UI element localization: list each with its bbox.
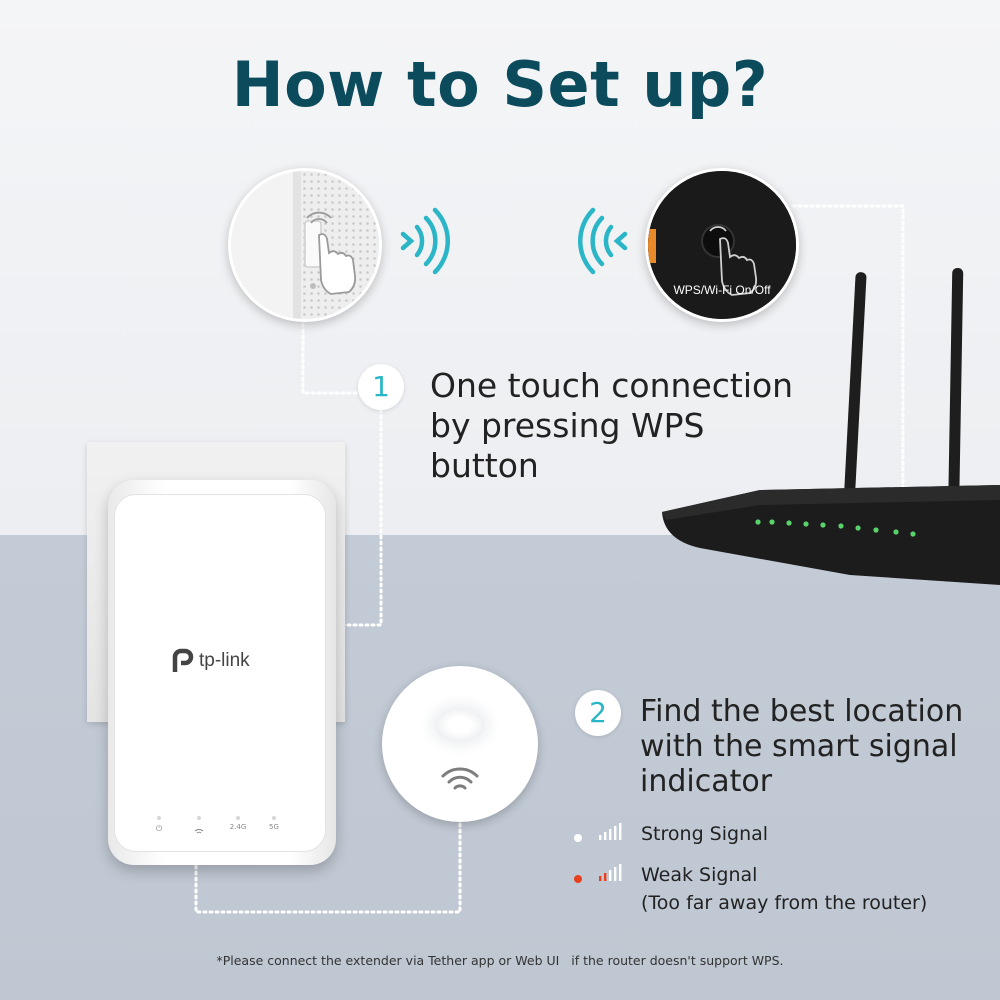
- pressing-finger-icon: [306, 211, 357, 295]
- legend-weak-label: Weak Signal: [641, 864, 758, 886]
- step-2-text: Find the best location with the smart si…: [640, 694, 963, 799]
- router-wps-closeup: WPS/Wi-Fi On/Off: [645, 168, 799, 322]
- step-1-badge: 1: [358, 364, 404, 410]
- tp-link-logo-icon: [172, 648, 194, 672]
- connector-led-indicator: [194, 820, 462, 914]
- strong-signal-bars-icon: [599, 823, 622, 840]
- brand-name: tp-link: [199, 650, 250, 671]
- router-antenna-left: [842, 272, 867, 522]
- weak-signal-bars-icon: [599, 864, 622, 881]
- wifi-waves-left-icon: [578, 207, 628, 275]
- power-led: ⏻: [154, 816, 164, 834]
- signal-indicator-closeup: [382, 666, 538, 822]
- wifi-led-icon: [194, 829, 204, 834]
- power-icon: ⏻: [155, 824, 163, 833]
- step-1-line: by pressing WPS: [430, 406, 705, 445]
- extender-front-panel: [114, 494, 326, 852]
- extender-logo: tp-link: [170, 648, 250, 674]
- router-body: [662, 485, 1000, 585]
- router-leds: [755, 519, 916, 537]
- router-wps-closeup-image: [648, 171, 796, 319]
- legend-strong-label: Strong Signal: [641, 823, 769, 845]
- connector-step1-extender: [333, 408, 383, 627]
- wifi-waves-right-icon: [400, 207, 450, 275]
- pressing-finger-icon: [709, 226, 758, 296]
- led-2-4g: 2.4G: [226, 816, 250, 831]
- step-1-line: button: [430, 446, 539, 485]
- connector-extender-circle: [301, 316, 360, 395]
- step-1-text: One touch connection by pressing WPS but…: [430, 366, 793, 486]
- legend-weak-note: (Too far away from the router): [641, 892, 928, 914]
- wifi-icon: [441, 767, 479, 790]
- step-2-line: Find the best location: [640, 694, 964, 729]
- step-1-line: One touch connection: [430, 366, 794, 405]
- led-5g: 5G: [264, 816, 284, 831]
- led-2-4g-label: 2.4G: [229, 823, 247, 831]
- legend-weak-dot: [574, 875, 582, 883]
- step-2-line: indicator: [640, 764, 773, 799]
- led-5g-label: 5G: [269, 823, 279, 831]
- footnote: *Please connect the extender via Tether …: [216, 953, 784, 968]
- indicator-glow: [435, 708, 485, 742]
- step-2-line: with the smart signal: [640, 729, 958, 764]
- step-2-badge: 2: [575, 690, 621, 736]
- wps-button-label: WPS/Wi-Fi On/Off: [673, 283, 771, 297]
- signal-led: [192, 816, 206, 839]
- connector-router-circle: [791, 204, 905, 492]
- router-antenna-right: [947, 268, 964, 528]
- page-title: How to Set up?: [231, 48, 769, 121]
- range-extender: tp-link ⏻ 2.4G 5G: [108, 480, 336, 865]
- legend-strong-dot: [574, 834, 582, 842]
- extender-led-row: ⏻ 2.4G 5G: [142, 816, 302, 840]
